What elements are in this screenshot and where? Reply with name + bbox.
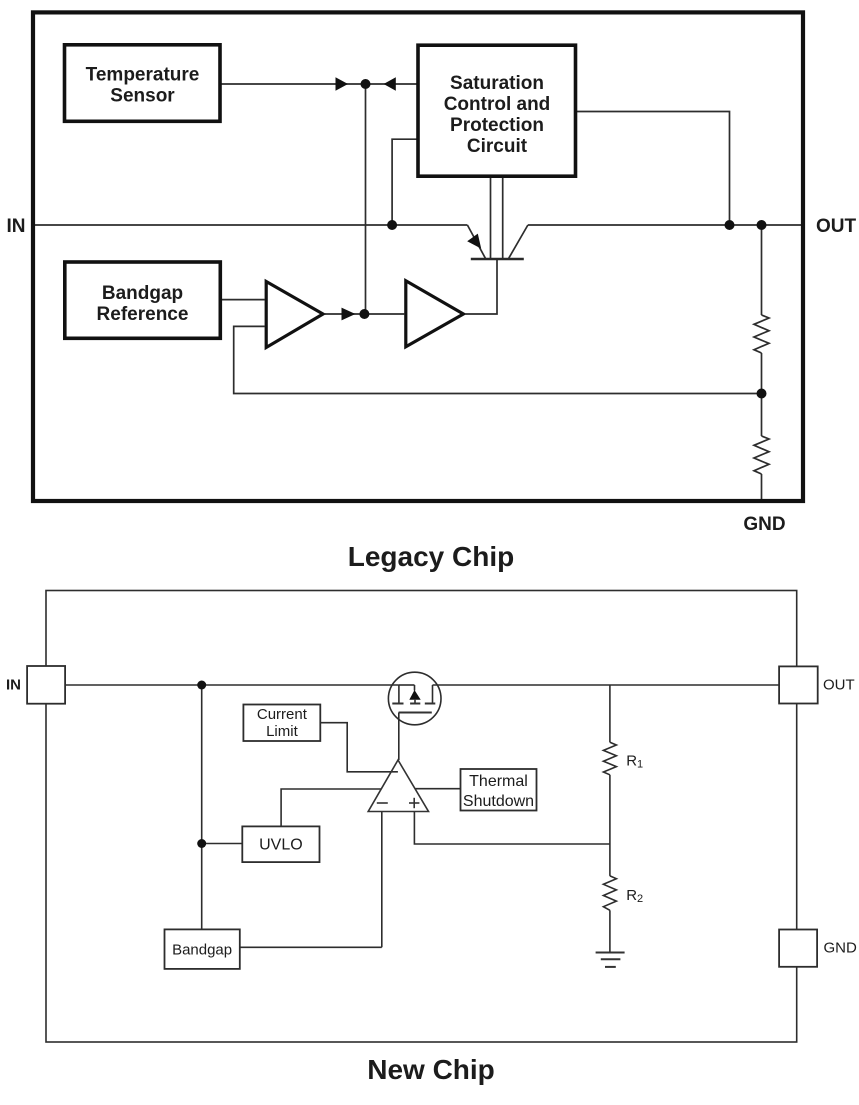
svg-text:Control and: Control and	[444, 94, 551, 115]
svg-text:Shutdown: Shutdown	[463, 793, 534, 810]
svg-text:UVLO: UVLO	[259, 837, 303, 854]
svg-text:Bandgap: Bandgap	[102, 283, 183, 304]
svg-text:Thermal: Thermal	[469, 773, 528, 790]
svg-text:GND: GND	[824, 940, 858, 957]
svg-text:GND: GND	[743, 514, 785, 535]
svg-text:IN: IN	[6, 677, 21, 694]
svg-text:Reference: Reference	[97, 304, 189, 325]
svg-text:Legacy Chip: Legacy Chip	[348, 541, 514, 572]
svg-text:Temperature: Temperature	[86, 65, 200, 86]
svg-text:R2: R2	[626, 887, 643, 905]
svg-text:OUT: OUT	[823, 677, 855, 694]
svg-text:Saturation: Saturation	[450, 73, 544, 94]
svg-text:New Chip: New Chip	[367, 1054, 495, 1085]
svg-text:Bandgap: Bandgap	[172, 942, 232, 959]
svg-text:Circuit: Circuit	[467, 136, 528, 157]
svg-text:Current: Current	[257, 706, 308, 723]
svg-text:R1: R1	[626, 753, 643, 771]
svg-text:Protection: Protection	[450, 115, 544, 136]
svg-text:Sensor: Sensor	[110, 86, 175, 107]
svg-text:OUT: OUT	[816, 216, 857, 237]
svg-text:IN: IN	[7, 216, 26, 237]
svg-text:Limit: Limit	[266, 723, 299, 740]
